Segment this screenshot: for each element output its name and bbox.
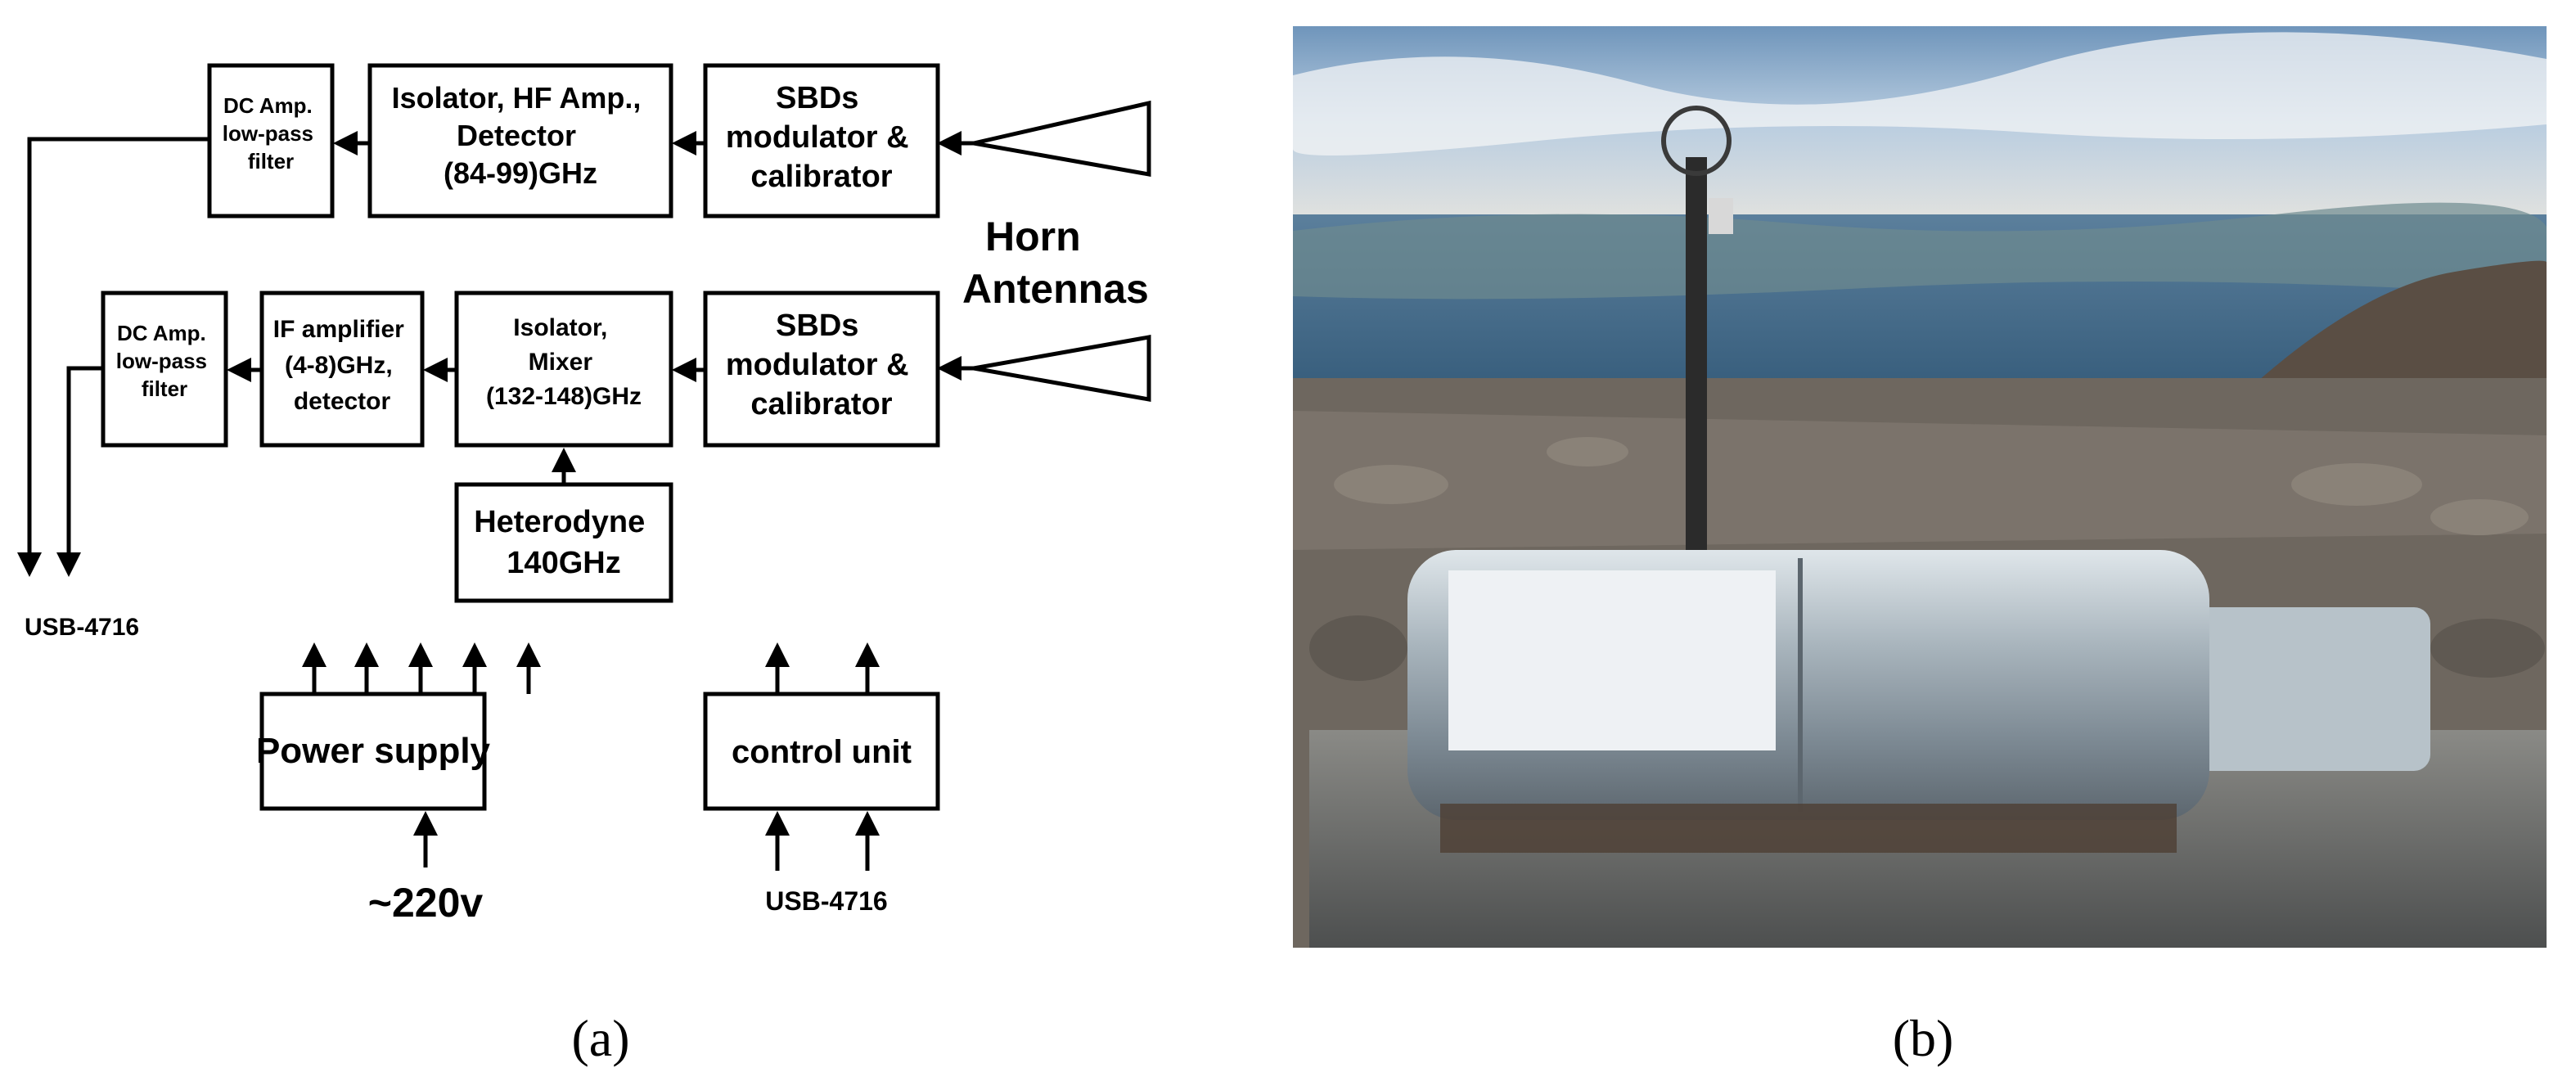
isolator-mixer-line2: Mixer	[529, 349, 593, 376]
heterodyne-block	[454, 482, 673, 603]
radiometer-base	[1440, 804, 2177, 853]
svg-text:DC Amp. low-pass filte: DC Amp. low-pass filter	[223, 93, 319, 173]
svg-text:Heterodyne 140GHz: Heterodyne 140GHz	[474, 505, 654, 580]
isolator-hf-line3: (84-99)GHz	[444, 156, 597, 190]
usb-left-label: USB-4716	[25, 614, 139, 641]
usb-bottom-label: USB-4716	[765, 886, 887, 916]
svg-text:SBDs modulator & calib: SBDs modulator & calibrator	[726, 309, 917, 421]
dc-amp-top-line1: DC Amp.	[223, 93, 313, 118]
svg-text:Horn Antennas: Horn Antennas	[962, 214, 1149, 312]
block-diagram: DC Amp. low-pass filter Isolator, HF Amp…	[17, 63, 1151, 1067]
dc-amp-mid-line2: low-pass	[116, 349, 207, 373]
radiometer-end-box	[2185, 607, 2430, 771]
isolator-mixer-line1: Isolator,	[513, 314, 607, 341]
sbd-mid-line1: SBDs	[776, 309, 858, 343]
if-amp-line2: (4-8)GHz,	[285, 352, 393, 379]
voltage-label: ~220v	[368, 880, 484, 926]
isolator-mixer-block	[454, 291, 673, 448]
svg-text:IF amplifier (4-8)GHz,: IF amplifier (4-8)GHz, detector	[273, 316, 411, 415]
horn-label-line2: Antennas	[962, 266, 1149, 312]
sbd-top-line2: modulator &	[726, 120, 909, 155]
if-amp-line3: detector	[294, 388, 391, 415]
field-photo	[1293, 26, 2547, 948]
dc-amp-mid-line1: DC Amp.	[117, 321, 206, 345]
isolator-hf-block	[367, 63, 673, 219]
sbd-mid-block	[703, 291, 940, 448]
caption-b-wrap: (b)	[1893, 1009, 1954, 1067]
horn-label-line1: Horn	[985, 214, 1081, 259]
clouds	[1293, 32, 2547, 155]
svg-text:Isolator, HF Amp., Detecto: Isolator, HF Amp., Detector (84-99)GHz	[392, 81, 650, 190]
if-amp-line1: IF amplifier	[273, 316, 404, 343]
dc-amp-top-line3: filter	[248, 149, 294, 173]
if-amplifier-block	[259, 291, 425, 448]
antenna-loop	[1661, 106, 1732, 176]
isolator-mixer-line3: (132-148)GHz	[486, 383, 642, 410]
svg-text:Isolator, Mixer (132-1: Isolator, Mixer (132-148)GHz	[486, 314, 642, 410]
sbd-top-line3: calibrator	[750, 160, 892, 194]
heterodyne-line1: Heterodyne	[474, 505, 645, 539]
sbd-mid-line3: calibrator	[750, 387, 892, 421]
isolator-hf-line2: Detector	[457, 119, 576, 152]
radiometer-window	[1448, 570, 1776, 750]
svg-text:DC Amp. low-pass filte: DC Amp. low-pass filter	[116, 321, 213, 401]
sensor-box	[1709, 198, 1733, 234]
rocks	[1309, 437, 2545, 681]
distant-hills	[1293, 202, 2547, 300]
dc-amp-mid-block	[101, 291, 228, 448]
sbd-top-line1: SBDs	[776, 81, 858, 115]
heterodyne-line2: 140GHz	[507, 546, 620, 580]
caption-b: (b)	[1893, 1009, 1954, 1067]
dc-amp-mid-line3: filter	[142, 376, 187, 401]
control-unit-label: control unit	[732, 734, 912, 770]
control-unit-block	[703, 692, 940, 811]
power-supply-label: Power supply	[256, 731, 491, 771]
power-supply-block	[259, 692, 487, 811]
horn-antenna-mid	[973, 335, 1151, 402]
caption-a: (a)	[571, 1009, 629, 1067]
dc-amp-top-line2: low-pass	[223, 121, 313, 146]
horn-antenna-top	[973, 100, 1151, 177]
mast	[1686, 157, 1707, 583]
svg-text:SBDs modulator & calib: SBDs modulator & calibrator	[726, 81, 917, 194]
sbd-mid-line2: modulator &	[726, 348, 909, 382]
isolator-hf-line1: Isolator, HF Amp.,	[392, 81, 642, 115]
